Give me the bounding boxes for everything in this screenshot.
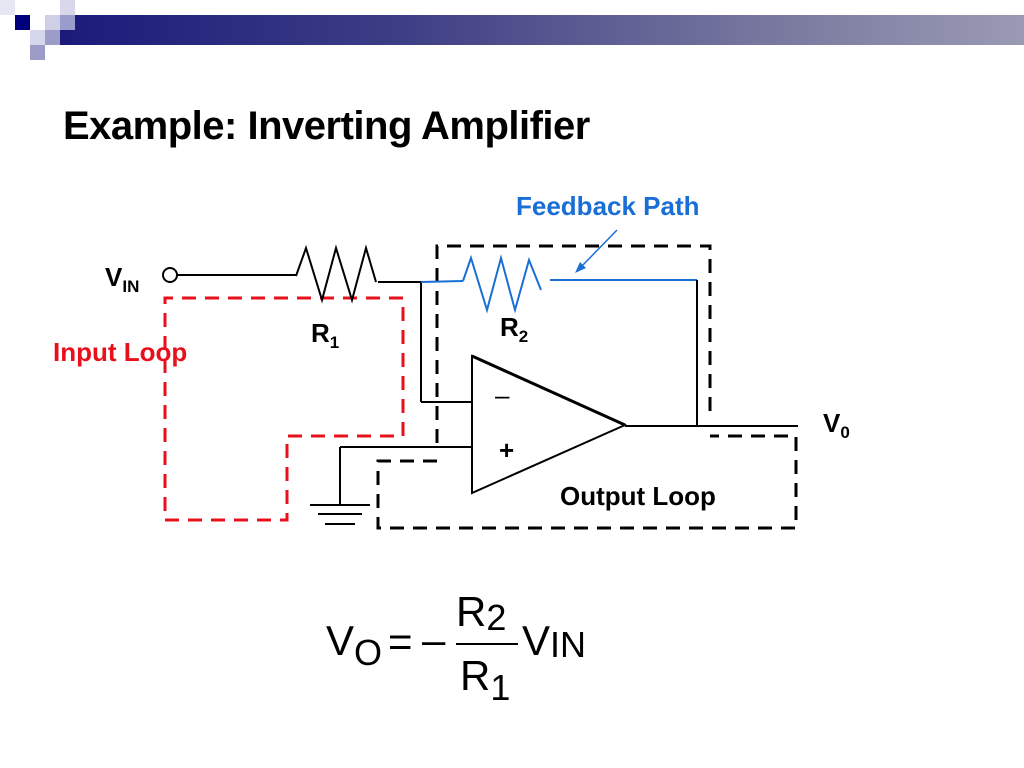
op-amp — [471, 354, 628, 495]
formula-lhs-sub: O — [354, 632, 383, 673]
resistor-r2 — [462, 254, 542, 314]
vin-main: V — [105, 262, 123, 292]
inverting-input-sign: – — [495, 380, 510, 410]
vout-sub: 0 — [840, 423, 850, 442]
formula-fraction-bar — [456, 643, 518, 645]
formula-den-sub: 1 — [490, 667, 511, 708]
r2-label: R2 — [500, 312, 528, 347]
op-amp-edge — [471, 354, 626, 427]
input-loop-boundary — [163, 296, 405, 522]
feedback-path-label: Feedback Path — [516, 191, 700, 221]
vout-main: V — [823, 408, 841, 438]
formula-numerator: R2 — [456, 588, 506, 639]
output-loop-boundary — [376, 434, 798, 530]
deco-square — [45, 15, 60, 30]
formula-rhs-sub: IN — [550, 624, 587, 665]
vout-label: V0 — [823, 408, 850, 443]
resistor-r1 — [295, 244, 377, 304]
feedback-arrowhead — [575, 262, 586, 273]
r1-main: R — [311, 318, 330, 348]
formula-rhs: VIN — [522, 617, 586, 666]
r2-main: R — [500, 312, 519, 342]
deco-square — [30, 45, 45, 60]
formula-minus: – — [422, 616, 446, 663]
deco-square — [60, 15, 75, 30]
input-terminal — [162, 267, 178, 283]
vin-label: VIN — [105, 262, 139, 297]
feedback-wire — [420, 280, 464, 283]
formula-equals: = — [388, 618, 413, 665]
deco-square — [45, 30, 60, 45]
input-loop-label: Input Loop — [53, 337, 188, 367]
deco-square — [60, 0, 75, 15]
ground-symbol — [310, 504, 370, 525]
vin-sub: IN — [122, 277, 140, 296]
feedback-arrow — [579, 229, 618, 269]
formula-lhs: VO — [326, 617, 382, 674]
deco-square — [0, 0, 15, 15]
r1-label: R1 — [311, 318, 339, 353]
deco-square — [30, 30, 45, 45]
feedback-loop-boundary — [435, 244, 712, 443]
r2-sub: 2 — [518, 327, 529, 346]
slide-title: Example: Inverting Amplifier — [63, 104, 590, 148]
formula-num-main: R — [456, 588, 487, 635]
formula-den-main: R — [460, 652, 491, 699]
noninverting-input-sign: + — [499, 435, 515, 465]
header-gradient-bar — [60, 15, 1024, 45]
deco-square — [15, 15, 30, 30]
formula-denominator: R1 — [460, 652, 510, 709]
formula-rhs-main: V — [522, 617, 551, 664]
output-loop-label: Output Loop — [560, 481, 716, 511]
r1-sub: 1 — [329, 333, 340, 352]
formula-lhs-main: V — [326, 617, 355, 664]
formula-num-sub: 2 — [486, 597, 507, 638]
